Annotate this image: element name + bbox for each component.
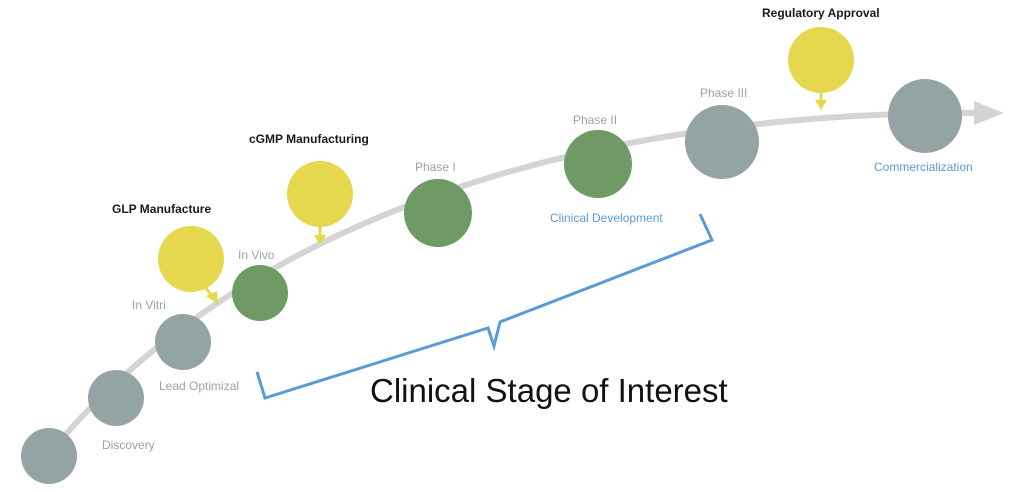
stage-node-commercialization: [888, 79, 962, 153]
clinical-stage-bracket: [255, 213, 715, 400]
stage-node-phase-3: [685, 105, 759, 179]
stage-label-commercialization: Commercialization: [874, 160, 973, 174]
stage-label-in-vitri: In Vitri: [132, 298, 166, 312]
stage-node-discovery: [21, 428, 77, 484]
callout-label-regulatory-approval: Regulatory Approval: [762, 6, 880, 20]
clinical-stage-title: Clinical Stage of Interest: [370, 372, 728, 409]
stage-node-phase-1: [404, 179, 472, 247]
stage-label-discovery: Discovery: [102, 438, 155, 452]
callout-label-cgmp-manufacturing: cGMP Manufacturing: [249, 132, 369, 146]
callout-regulatory-approval: [788, 27, 854, 110]
callout-glp-manufacture: [158, 226, 224, 304]
callout-label-glp-manufacture: GLP Manufacture: [112, 202, 211, 216]
stage-node-phase-2: [564, 130, 632, 198]
stage-label-in-vivo: In Vivo: [238, 248, 275, 262]
stage-label-phase-3: Phase III: [700, 86, 747, 100]
stage-label-phase-2: Phase II: [573, 113, 617, 127]
stage-node-lead-optimizal: [88, 370, 144, 426]
arrow-head-icon: [974, 101, 1004, 125]
stage-node-in-vitri: [155, 314, 211, 370]
clinical-development-label: Clinical Development: [550, 211, 663, 225]
callout-cgmp-manufacturing: [287, 161, 353, 245]
stage-label-lead-optimizal: Lead Optimizal: [159, 379, 239, 393]
stage-node-in-vivo: [232, 265, 288, 321]
stage-label-phase-1: Phase I: [415, 160, 456, 174]
